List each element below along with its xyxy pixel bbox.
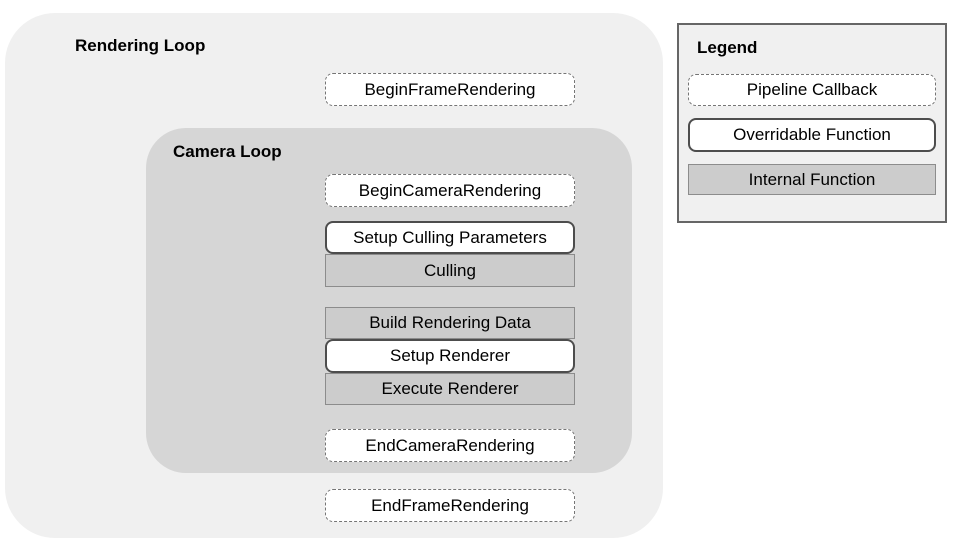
camera-loop-container: Camera Loop BeginCameraRendering Setup C…	[146, 128, 632, 473]
node-build-rendering-data: Build Rendering Data	[325, 307, 575, 339]
rendering-loop-container: Rendering Loop BeginFrameRendering Camer…	[5, 13, 663, 538]
legend-item-pipeline-callback: Pipeline Callback	[688, 74, 936, 106]
node-end-frame-rendering: EndFrameRendering	[325, 489, 575, 522]
legend-item-overridable-function: Overridable Function	[688, 118, 936, 152]
rendering-loop-title: Rendering Loop	[75, 36, 206, 55]
legend-item-internal-function: Internal Function	[688, 164, 936, 195]
node-culling: Culling	[325, 254, 575, 287]
node-execute-renderer: Execute Renderer	[325, 373, 575, 405]
node-begin-camera-rendering: BeginCameraRendering	[325, 174, 575, 207]
node-end-camera-rendering: EndCameraRendering	[325, 429, 575, 462]
legend-title: Legend	[697, 38, 758, 57]
legend: Legend Pipeline Callback Overridable Fun…	[677, 23, 947, 223]
node-setup-culling-parameters: Setup Culling Parameters	[325, 221, 575, 254]
node-begin-frame-rendering: BeginFrameRendering	[325, 73, 575, 106]
node-setup-renderer: Setup Renderer	[325, 339, 575, 373]
camera-loop-title: Camera Loop	[173, 142, 282, 161]
